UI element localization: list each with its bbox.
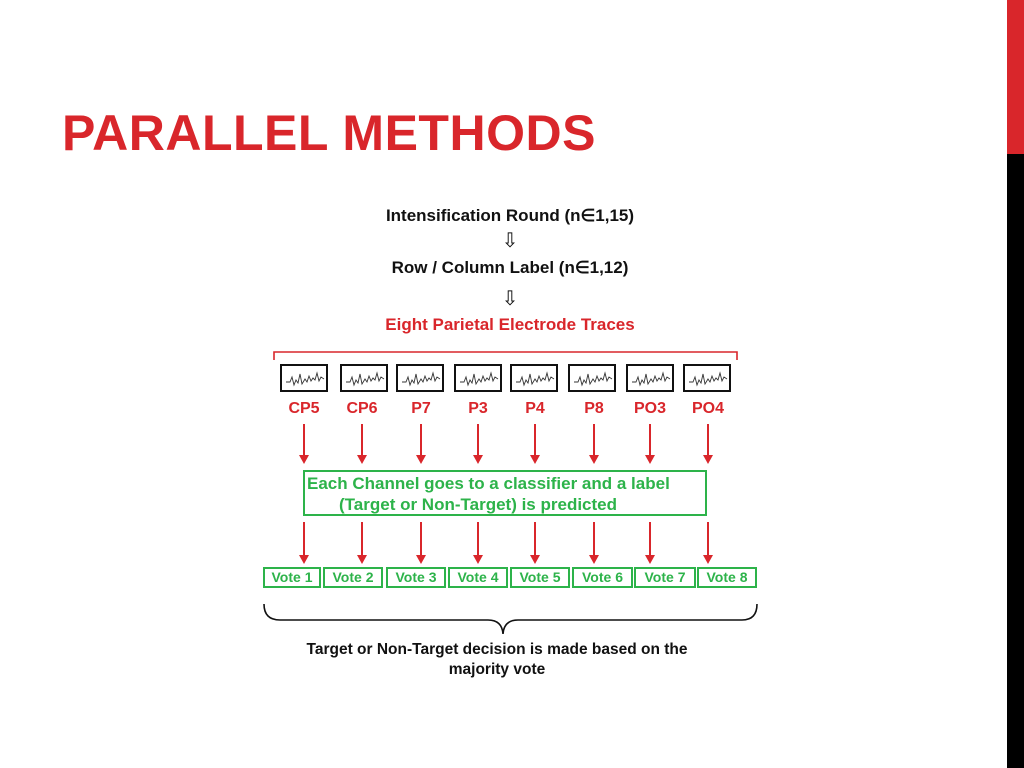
eeg-trace-icon [402, 371, 441, 387]
down-arrow-icon [645, 522, 655, 564]
vote-box: Vote 4 [448, 567, 508, 588]
down-arrow-icon [703, 424, 713, 464]
down-arrow-icon [299, 424, 309, 464]
eeg-trace-icon [574, 371, 613, 387]
vote-box: Vote 8 [697, 567, 757, 588]
majority-decision-text: Target or Non-Target decision is made ba… [260, 640, 734, 680]
traces-bracket [273, 351, 738, 360]
down-arrow-icon [645, 424, 655, 464]
electrode-trace-box [626, 364, 674, 392]
down-arrow-icon [357, 424, 367, 464]
down-arrow-icon [530, 424, 540, 464]
down-arrow-icon [416, 522, 426, 564]
electrode-trace-box [340, 364, 388, 392]
electrode-label: CP5 [288, 400, 320, 417]
electrode-label: P7 [411, 400, 431, 417]
eeg-trace-icon [632, 371, 671, 387]
electrode-trace-box [568, 364, 616, 392]
votes-brace [263, 603, 758, 635]
electrode-trace-box [454, 364, 502, 392]
vote-box: Vote 6 [572, 567, 633, 588]
down-arrow-icon [589, 522, 599, 564]
vote-box: Vote 1 [263, 567, 321, 588]
vote-box: Vote 5 [510, 567, 570, 588]
down-arrow-icon [703, 522, 713, 564]
electrode-label: P3 [468, 400, 488, 417]
vote-box: Vote 3 [386, 567, 446, 588]
classifier-text-line2: (Target or Non-Target) is predicted [339, 495, 618, 514]
down-arrow-icon [299, 522, 309, 564]
down-arrow-icon [473, 424, 483, 464]
sidebar-accent-red [1007, 0, 1024, 154]
electrode-label: PO4 [691, 400, 724, 417]
vote-box: Vote 7 [634, 567, 696, 588]
row-column-label: Row / Column Label (n∈1,12) [391, 258, 629, 277]
down-arrow-icon [416, 424, 426, 464]
down-arrow-icon [530, 522, 540, 564]
decision-text-line1: Target or Non-Target decision is made ba… [306, 641, 688, 658]
vote-box: Vote 2 [323, 567, 383, 588]
electrode-traces-label: Eight Parietal Electrode Traces [385, 315, 635, 334]
eeg-trace-icon [689, 371, 728, 387]
sidebar-accent-black [1007, 154, 1024, 768]
down-arrow-icon [589, 424, 599, 464]
electrode-label: P4 [525, 400, 545, 417]
electrode-label: PO3 [633, 400, 666, 417]
eeg-trace-icon [460, 371, 499, 387]
classifier-box: Each Channel goes to a classifier and a … [303, 470, 707, 516]
electrode-label: P8 [584, 400, 604, 417]
slide-title: PARALLEL METHODS [62, 105, 596, 161]
electrode-trace-box [396, 364, 444, 392]
eeg-trace-icon [516, 371, 555, 387]
electrode-trace-box [280, 364, 328, 392]
electrode-trace-box [683, 364, 731, 392]
eeg-trace-icon [346, 371, 385, 387]
decision-text-line2: majority vote [448, 661, 546, 678]
down-arrow-icon [357, 522, 367, 564]
classifier-text-line1: Each Channel goes to a classifier and a … [307, 474, 670, 493]
down-arrow-icon [473, 522, 483, 564]
eeg-trace-icon [286, 371, 325, 387]
down-arrow-icon: ⇩ [501, 230, 519, 252]
electrode-trace-box [510, 364, 558, 392]
electrode-label: CP6 [346, 400, 378, 417]
intensification-round-label: Intensification Round (n∈1,15) [385, 206, 635, 225]
down-arrow-icon: ⇩ [501, 288, 519, 310]
